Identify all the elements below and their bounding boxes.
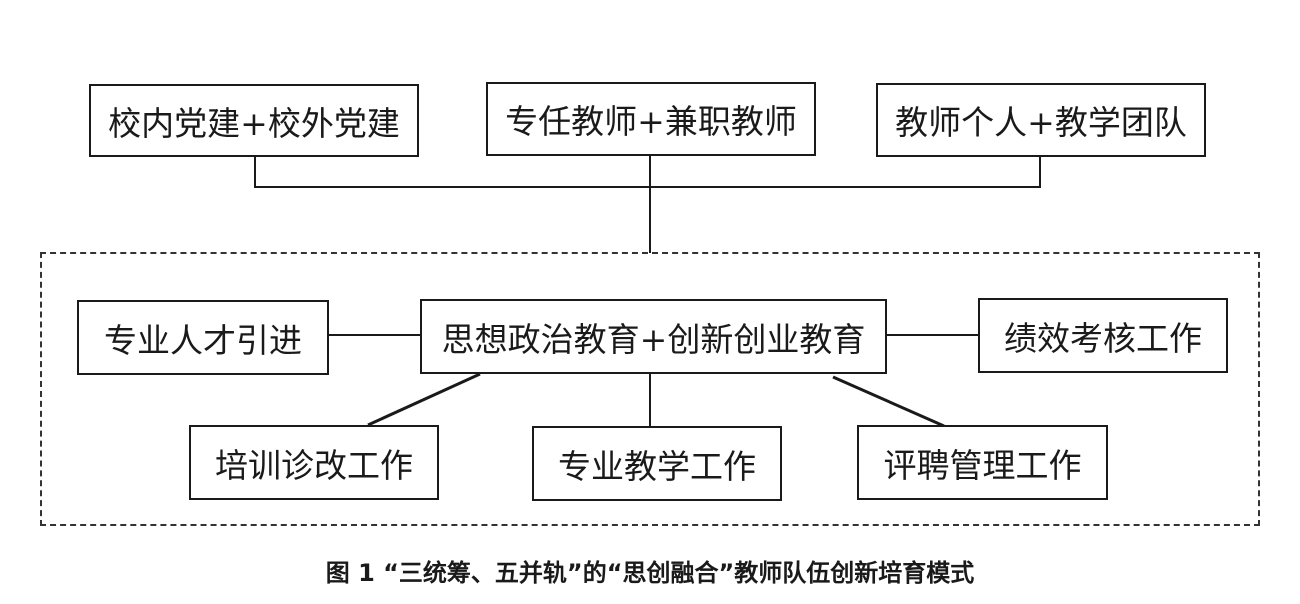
connector-top-right-drop <box>1039 156 1041 188</box>
connector-center-to-evaluation <box>832 375 945 428</box>
connector-center-to-training <box>367 372 481 427</box>
center-box-education: 思想政治教育+创新创业教育 <box>420 299 887 374</box>
bottom-box-teaching: 专业教学工作 <box>532 426 782 501</box>
connector-center-bottom <box>649 373 651 427</box>
left-box-talent: 专业人才引进 <box>77 300 329 375</box>
right-box-performance: 绩效考核工作 <box>978 298 1228 373</box>
connector-top-left-drop <box>254 156 256 188</box>
connector-top-center-drop <box>649 156 651 253</box>
bottom-box-training: 培训诊改工作 <box>189 425 439 500</box>
connector-center-right <box>886 334 979 336</box>
connector-top-horizontal <box>254 186 1041 188</box>
figure-caption: 图 1 “三统筹、五并轨”的“思创融合”教师队伍创新培育模式 <box>325 559 975 587</box>
dashed-container <box>40 252 1260 526</box>
top-box-party-building: 校内党建+校外党建 <box>89 84 419 157</box>
bottom-box-evaluation: 评聘管理工作 <box>857 425 1108 500</box>
top-box-teams: 教师个人+教学团队 <box>876 83 1206 157</box>
connector-center-left <box>328 334 421 336</box>
top-box-teachers: 专任教师+兼职教师 <box>486 82 816 156</box>
